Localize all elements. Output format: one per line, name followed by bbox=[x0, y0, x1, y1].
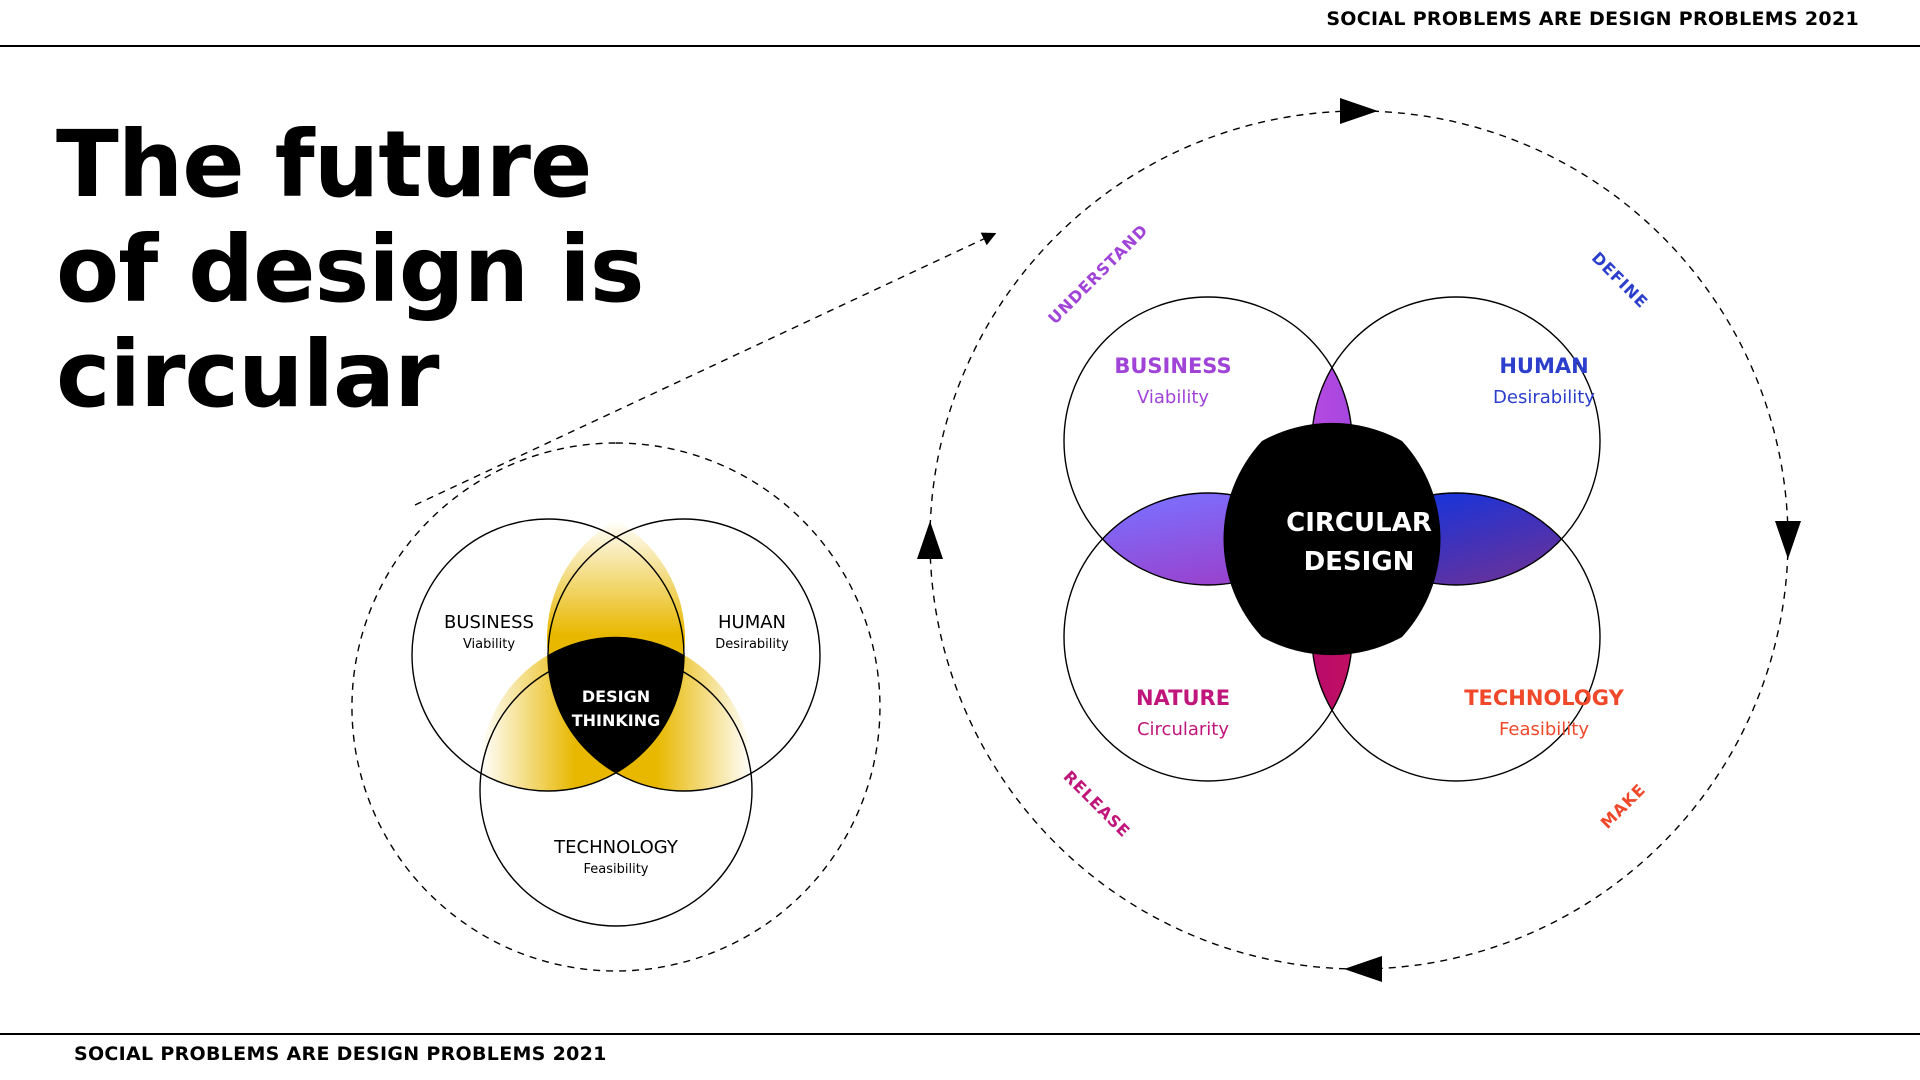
dt-business-label: BUSINESS bbox=[444, 612, 534, 633]
cd-business-sub: Viability bbox=[1137, 387, 1209, 408]
dt-business-sub: Viability bbox=[463, 637, 515, 652]
title-line-1: The future bbox=[56, 111, 592, 218]
orbit-arc-bottom-right bbox=[1358, 539, 1789, 970]
cd-technology-label: TECHNOLOGY bbox=[1464, 686, 1624, 710]
orbit-arrow-right bbox=[1775, 521, 1801, 559]
orbit-arrow-bottom bbox=[1344, 956, 1382, 982]
technology-circle bbox=[1311, 492, 1601, 782]
circular-design-core bbox=[1223, 422, 1441, 656]
page-title: The future of design is circular bbox=[56, 111, 644, 428]
petal-left-fill bbox=[479, 655, 616, 792]
design-thinking-core bbox=[547, 636, 685, 773]
orbit-arc-top-left bbox=[929, 110, 1360, 541]
cd-business-label: BUSINESS bbox=[1114, 354, 1231, 378]
human-circle bbox=[1311, 296, 1601, 586]
phase-release: RELEASE bbox=[1060, 767, 1134, 841]
footer-rule bbox=[0, 1033, 1920, 1035]
title-line-2: of design is bbox=[56, 216, 644, 323]
footer-text: SOCIAL PROBLEMS ARE DESIGN PROBLEMS 2021 bbox=[74, 1043, 607, 1065]
dt-technology-sub: Feasibility bbox=[584, 862, 649, 877]
cd-human-label: HUMAN bbox=[1499, 354, 1588, 378]
circular-design-center-2: DESIGN bbox=[1304, 547, 1415, 577]
petal-right-fill bbox=[616, 655, 753, 792]
connector-arrow bbox=[414, 232, 997, 506]
orbit-arc-bottom-left bbox=[929, 539, 1360, 970]
design-thinking-diagram: DESIGN THINKING BUSINESS Viability HUMAN… bbox=[411, 518, 821, 927]
design-thinking-center-1: DESIGN bbox=[582, 687, 650, 706]
header-text: SOCIAL PROBLEMS ARE DESIGN PROBLEMS 2021 bbox=[1326, 8, 1859, 30]
nature-circle bbox=[1063, 492, 1353, 782]
orbit-arrow-top bbox=[1340, 98, 1378, 124]
cd-nature-label: NATURE bbox=[1136, 686, 1230, 710]
dt-human-sub: Desirability bbox=[715, 637, 789, 652]
cd-human-sub: Desirability bbox=[1493, 387, 1595, 408]
business-circle bbox=[1063, 296, 1353, 586]
dt-human-label: HUMAN bbox=[718, 612, 786, 633]
circular-design-diagram: CIRCULAR DESIGN BUSINESS Viability HUMAN… bbox=[1063, 296, 1625, 782]
human-circle bbox=[547, 518, 821, 792]
header-rule bbox=[0, 45, 1920, 47]
phase-make: MAKE bbox=[1597, 780, 1650, 833]
dt-technology-label: TECHNOLOGY bbox=[553, 837, 679, 858]
technology-circle bbox=[479, 653, 753, 927]
orbit-arc-top-right bbox=[1358, 110, 1789, 541]
cd-technology-sub: Feasibility bbox=[1499, 719, 1589, 740]
business-circle bbox=[411, 518, 685, 792]
cd-nature-sub: Circularity bbox=[1137, 719, 1229, 740]
circular-design-center-1: CIRCULAR bbox=[1286, 508, 1432, 538]
orbit-arrow-left bbox=[917, 521, 943, 559]
phase-define: DEFINE bbox=[1588, 248, 1652, 312]
petal-top bbox=[546, 520, 686, 674]
phase-understand: UNDERSTAND bbox=[1044, 220, 1152, 328]
design-thinking-center-2: THINKING bbox=[572, 711, 661, 730]
title-line-3: circular bbox=[56, 321, 439, 428]
